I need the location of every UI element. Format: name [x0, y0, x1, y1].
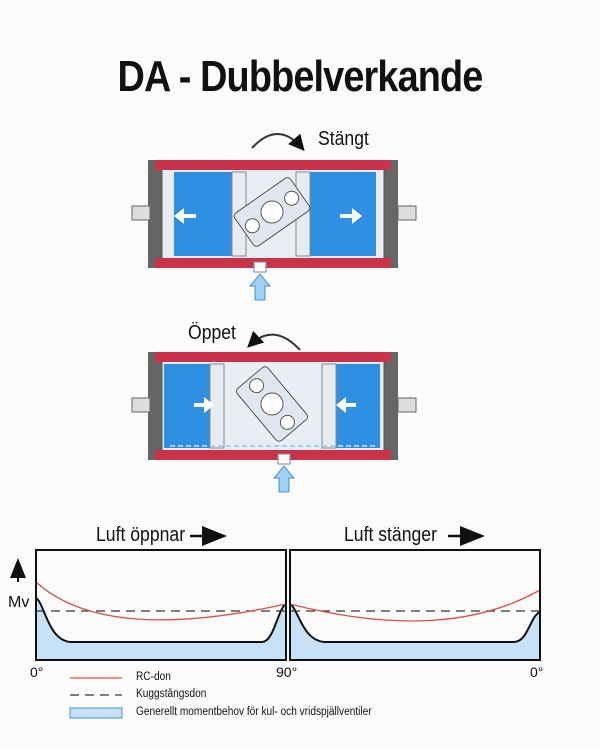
left-arrow-icon: [174, 208, 196, 224]
closed-actuator: [131, 133, 417, 301]
rc-don-curve: [35, 581, 287, 621]
right-panel-label: Luft stänger: [344, 524, 437, 546]
air-inlet-arrow-icon: [248, 273, 272, 301]
legend-general-label: Generellt momentbehov för kul- och vrids…: [136, 706, 372, 718]
rotate-clockwise-arrow-icon: [251, 133, 305, 152]
left-arrow-icon: [336, 397, 356, 413]
x-tick-0-end: 0°: [530, 664, 544, 680]
general-torque-area: [36, 598, 286, 660]
page-title: DA - Dubbelverkande: [117, 52, 484, 101]
right-arrow-icon: [340, 208, 362, 224]
rc-don-curve: [289, 589, 541, 622]
air-inlet-arrow-icon: [272, 465, 296, 493]
rotate-counterclockwise-arrow-icon: [247, 330, 301, 351]
legend-kuggstangsdon-label: Kuggstångsdon: [136, 688, 207, 700]
closed-state-label: Stängt: [318, 128, 369, 150]
open-state-label: Öppet: [188, 322, 236, 344]
right-arrow-icon: [194, 397, 214, 413]
legend-rc-don-label: RC-don: [136, 671, 171, 683]
actuator-diagrams: [131, 133, 417, 493]
left-panel-label: Luft öppnar: [96, 524, 186, 546]
y-axis-label: Mv: [8, 594, 30, 611]
general-torque-area: [290, 604, 540, 660]
open-actuator: [131, 330, 417, 493]
legend-general-swatch: [69, 707, 123, 719]
x-tick-90: 90°: [276, 664, 298, 680]
x-tick-0: 0°: [30, 664, 44, 680]
